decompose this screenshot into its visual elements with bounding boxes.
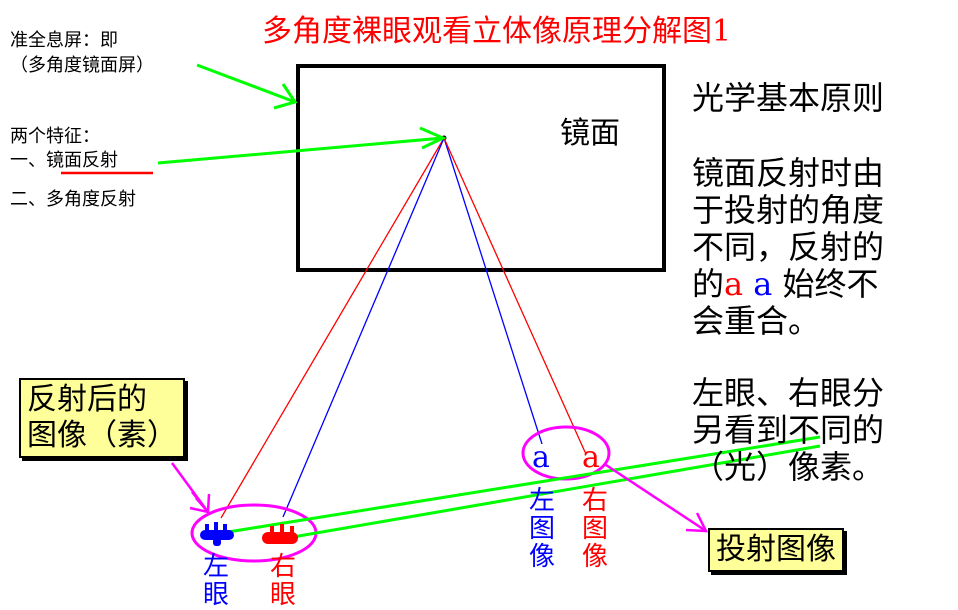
reflected-image-box: 反射后的 图像（素）: [19, 378, 185, 458]
p1-prefix: 的: [692, 265, 725, 303]
note-line2: （多角度镜面屏）: [10, 55, 154, 76]
green-arrow-to-screen: [196, 63, 298, 110]
p1-suffix: 始终不: [782, 265, 879, 303]
p1-line-4: 的a a 始终不: [692, 266, 884, 303]
right-eye-icon: [262, 524, 298, 544]
right-image-char: a: [582, 440, 600, 475]
red-ray-left-eye: [220, 137, 445, 519]
mirror-screen: [296, 64, 666, 272]
feature-1-prefix: 一、: [10, 150, 46, 171]
p1-line: 于投射的角度: [692, 191, 885, 229]
left-eye-label: 左眼: [203, 552, 230, 610]
right-image-label: 右图像: [582, 486, 609, 572]
green-arrow-to-point: [157, 126, 447, 165]
box-line: 反射后的: [27, 382, 147, 417]
right-eye-label: 右眼: [270, 552, 297, 610]
principle-p1: 镜面反射时由 于投射的角度 不同，反射的 的a a 始终不 会重合。: [692, 155, 884, 340]
projected-image-box: 投射图像: [708, 528, 844, 572]
feature-1: 一、镜面反射: [10, 150, 118, 172]
diagram-title: 多角度裸眼观看立体像原理分解图1: [262, 14, 732, 49]
blue-ray-image: [443, 137, 543, 445]
magenta-arrow-to-eyes: [170, 462, 211, 514]
a-blue: a: [753, 265, 773, 303]
p2-line: 另看到不同的: [692, 411, 885, 449]
p1-line: 不同，反射的: [692, 228, 885, 266]
feature-2: 二、多角度反射: [10, 189, 136, 210]
red-ray-image: [443, 137, 586, 453]
left-image-label: 左图像: [529, 486, 556, 572]
feature-1-text: 镜面反射: [46, 150, 118, 171]
green-sight-line-left: [227, 435, 821, 534]
features-heading: 两个特征：: [10, 126, 100, 147]
green-sight-line-right: [292, 444, 821, 539]
p1-line: 镜面反射时由: [692, 154, 885, 192]
principle-p2: 左眼、右眼分 另看到不同的 （光）像素。: [692, 375, 884, 486]
magenta-arrow-to-projection: [605, 463, 709, 533]
p2-line: 左眼、右眼分: [692, 374, 885, 412]
note-line1: 准全息屏：即: [10, 30, 118, 51]
p2-line: （光）像素。: [692, 448, 885, 486]
left-eye-icon: [200, 522, 234, 546]
left-image-char: a: [532, 440, 550, 475]
box-line: 图像（素）: [27, 418, 177, 453]
blue-ray-left-eye: [282, 137, 445, 518]
a-red: a: [724, 265, 744, 303]
principle-heading: 光学基本原则: [692, 79, 885, 117]
mirror-label: 镜面: [560, 116, 620, 151]
p1-line: 会重合。: [692, 302, 821, 340]
